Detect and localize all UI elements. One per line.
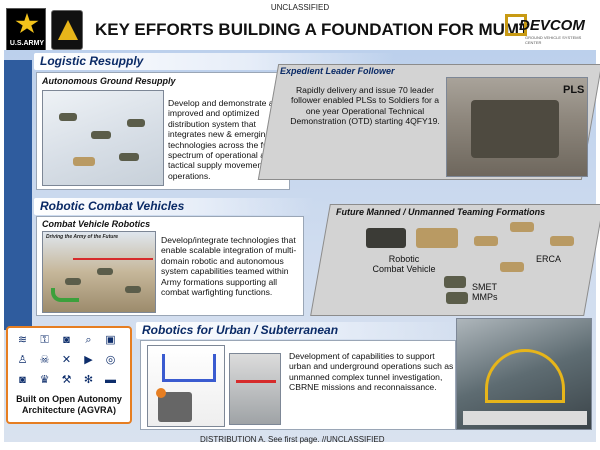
truck-graphic [471, 100, 559, 158]
army-logo-text: U.S.ARMY [9, 40, 45, 47]
urban-robot-image [147, 345, 225, 427]
green-arrow-graphic [51, 288, 79, 302]
vehicle-graphic [59, 113, 77, 121]
panel-autonomous-ground-resupply: Autonomous Ground Resupply Develop and d… [36, 72, 290, 190]
page-title: KEY EFFORTS BUILDING A FOUNDATION FOR MU… [95, 20, 530, 39]
pls-truck-image: PLS [446, 77, 588, 177]
cvr-description: Develop/integrate technologies that enab… [161, 235, 297, 298]
elf-heading: Expedient Leader Follower [280, 66, 395, 76]
erca-graphic [510, 222, 534, 232]
tools-icon: ✕ [61, 354, 72, 366]
wifi-icon: ≋ [17, 334, 28, 346]
wrench-icon: ⚒ [61, 374, 72, 386]
agvra-box: ≋ ⚿ ◙ ⌕ ▣ ♙ ☠ ✕ ▶ ◎ ◙ ♛ ⚒ ✻ ▬ Built on O… [6, 326, 132, 424]
pls-label: PLS [563, 84, 585, 96]
elf-description: Rapidly delivery and issue 70 leader fol… [290, 85, 440, 127]
agvra-caption: Built on Open Autonomy Architecture (AGV… [16, 394, 122, 415]
rcv-graphic [416, 228, 458, 248]
star-icon [15, 13, 39, 34]
lock-icon: ⚿ [40, 334, 49, 346]
camera-icon: ◙ [63, 334, 70, 346]
trophy-icon: ♛ [39, 374, 50, 386]
agr-heading: Autonomous Ground Resupply [42, 76, 176, 86]
devcom-wordmark: DEVCOM [519, 17, 585, 34]
devcom-logo: DEVCOM GROUND VEHICLE SYSTEMS CENTER [505, 14, 593, 52]
erca-graphic [550, 236, 574, 246]
rcv-graphic [366, 228, 406, 248]
smet-graphic [446, 292, 468, 304]
urban-map-image [229, 353, 281, 425]
agr-concept-image [42, 90, 164, 186]
erca-graphic [474, 236, 498, 246]
target-icon: ◎ [105, 354, 116, 366]
route-graphic [236, 380, 276, 383]
banner-urban-subterranean: Robotics for Urban / Subterranean [136, 322, 456, 339]
tunnel-image [456, 318, 592, 430]
panel-urban-subterranean: Development of capabilities to support u… [140, 340, 456, 430]
urban-description: Development of capabilities to support u… [289, 351, 454, 393]
gear-icon: ✻ [83, 374, 94, 386]
red-line-graphic [73, 258, 153, 260]
video-camera-icon: ▶ [84, 354, 93, 366]
cvr-image-caption: Driving the Army of the Future [46, 234, 119, 240]
vehicle-graphic [73, 157, 95, 166]
backdrop-arrow-stem [4, 60, 32, 330]
classification-top: UNCLASSIFIED [270, 3, 330, 12]
skull-icon: ☠ [39, 354, 50, 366]
search-icon: ⌕ [85, 334, 92, 346]
banner-robotic-combat-vehicles: Robotic Combat Vehicles [34, 198, 314, 215]
tunnel-caption-bar [463, 411, 587, 425]
label-erca: ERCA [536, 254, 562, 264]
smet-graphic [444, 276, 466, 288]
person-icon: ♙ [17, 354, 28, 366]
futures-command-logo [51, 10, 83, 50]
vehicle-graphic [65, 278, 81, 285]
classification-bottom: DISTRIBUTION A. See first page. //UNCLAS… [200, 435, 385, 444]
agr-description: Develop and demonstrate an improved and … [168, 98, 279, 181]
vehicle-graphic [127, 119, 145, 127]
panel-combat-vehicle-robotics: Combat Vehicle Robotics Driving the Army… [36, 216, 304, 316]
devcom-mark [505, 14, 527, 36]
us-army-logo: U.S.ARMY [6, 8, 46, 54]
camera-icon: ◙ [19, 374, 26, 386]
cvr-battlefield-image: Driving the Army of the Future [42, 231, 156, 313]
vehicle-graphic [125, 286, 141, 293]
tunnel-arch-graphic [485, 349, 565, 403]
triangle-icon [58, 20, 78, 40]
truck-icon: ▬ [105, 374, 116, 386]
agvra-icon-grid: ≋ ⚿ ◙ ⌕ ▣ ♙ ☠ ✕ ▶ ◎ ◙ ♛ ⚒ ✻ ▬ [14, 332, 124, 392]
vehicle-graphic [91, 131, 111, 139]
fmut-heading: Future Manned / Unmanned Teaming Formati… [336, 207, 546, 217]
label-robotic-combat-vehicle: Robotic Combat Vehicle [372, 254, 436, 274]
floorplan-graphic [162, 354, 216, 382]
id-card-icon: ▣ [105, 334, 116, 346]
erca-graphic [500, 262, 524, 272]
fire-graphic [156, 388, 166, 398]
vehicle-graphic [97, 268, 113, 275]
cvr-heading: Combat Vehicle Robotics [42, 219, 151, 229]
devcom-subtitle: GROUND VEHICLE SYSTEMS CENTER [525, 35, 582, 45]
vehicle-graphic [119, 153, 139, 161]
label-smet-mmps: SMET MMPs [472, 282, 498, 302]
